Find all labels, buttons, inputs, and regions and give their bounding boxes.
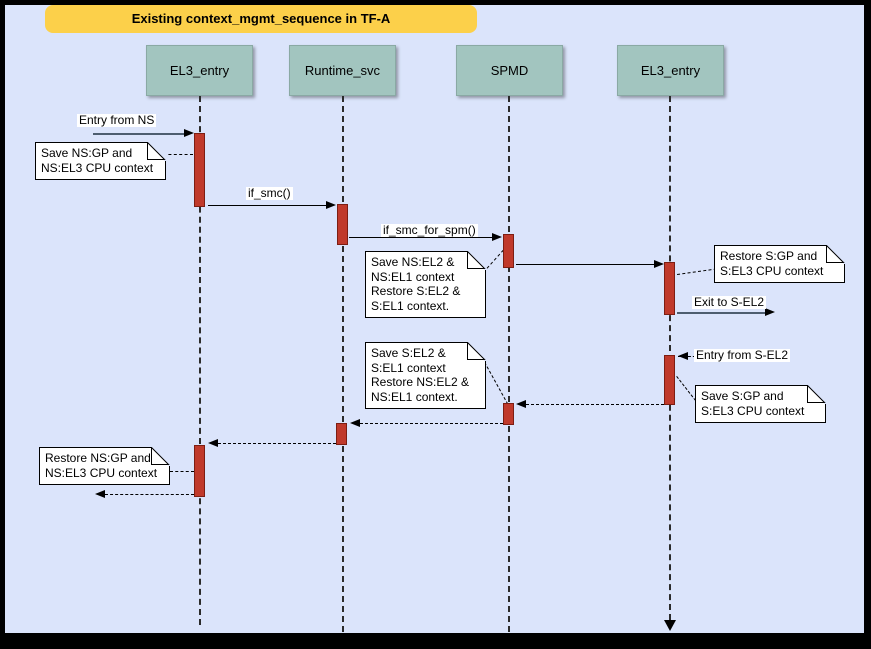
note-text: Save S:GP and S:EL3 CPU context bbox=[701, 389, 805, 418]
activation-spmd-b[interactable] bbox=[503, 403, 514, 425]
activation-runtime-svc-a[interactable] bbox=[337, 204, 348, 245]
activation-el3-entry-1-a[interactable] bbox=[194, 133, 205, 207]
actor-label: EL3_entry bbox=[169, 63, 230, 78]
message-line bbox=[349, 237, 494, 238]
message-line bbox=[93, 133, 184, 135]
diagram-title[interactable]: Existing context_mgmt_sequence in TF-A bbox=[45, 5, 477, 33]
message-label: Entry from NS bbox=[77, 113, 157, 127]
arrowhead-right-icon bbox=[765, 308, 775, 316]
actor-label: EL3_entry bbox=[640, 63, 701, 78]
lifeline-runtime-svc bbox=[342, 96, 344, 632]
lifeline-spmd bbox=[508, 96, 510, 632]
message-label: Exit to S-EL2 bbox=[692, 295, 767, 309]
actor-el3-entry-1[interactable]: EL3_entry bbox=[146, 45, 253, 96]
activation-el3-entry-1-b[interactable] bbox=[194, 445, 205, 497]
arrowhead-right-icon bbox=[654, 260, 664, 268]
arrowhead-left-icon bbox=[678, 352, 688, 360]
message-line bbox=[218, 443, 336, 444]
note-save-s-el2[interactable]: Save S:EL2 & S:EL1 context Restore NS:EL… bbox=[365, 342, 486, 409]
note-fold-icon bbox=[467, 342, 486, 361]
arrowhead-left-icon bbox=[208, 439, 218, 447]
activation-el3-entry-2-b[interactable] bbox=[664, 355, 675, 405]
message-label: if_smc_for_spm() bbox=[381, 223, 478, 237]
note-text: Save S:EL2 & S:EL1 context Restore NS:EL… bbox=[371, 346, 470, 404]
arrowhead-left-icon bbox=[350, 419, 360, 427]
arrowhead-right-icon bbox=[492, 233, 502, 241]
note-save-ns-gp[interactable]: Save NS:GP and NS:EL3 CPU context bbox=[35, 142, 166, 180]
actor-label: SPMD bbox=[490, 63, 529, 78]
actor-label: Runtime_svc bbox=[304, 63, 381, 78]
activation-spmd-a[interactable] bbox=[503, 234, 514, 268]
actor-runtime-svc[interactable]: Runtime_svc bbox=[289, 45, 396, 96]
note-text: Restore S:GP and S:EL3 CPU context bbox=[720, 249, 824, 278]
note-fold-icon bbox=[467, 251, 486, 270]
canvas-background bbox=[5, 5, 864, 633]
note-fold-icon bbox=[147, 142, 166, 161]
activation-runtime-svc-b[interactable] bbox=[336, 423, 347, 445]
message-line bbox=[526, 404, 664, 405]
note-connector bbox=[163, 154, 193, 155]
note-restore-s-gp[interactable]: Restore S:GP and S:EL3 CPU context bbox=[714, 245, 845, 283]
message-label: Entry from S-EL2 bbox=[694, 348, 791, 362]
note-save-ns-el2[interactable]: Save NS:EL2 & NS:EL1 context Restore S:E… bbox=[365, 251, 486, 318]
note-save-s-gp[interactable]: Save S:GP and S:EL3 CPU context bbox=[695, 385, 826, 423]
note-restore-ns-gp[interactable]: Restore NS:GP and NS:EL3 CPU context bbox=[39, 447, 170, 485]
note-fold-icon bbox=[151, 447, 170, 466]
note-fold-icon bbox=[826, 245, 845, 264]
arrowhead-left-icon bbox=[95, 490, 105, 498]
arrowhead-right-icon bbox=[184, 129, 194, 137]
activation-el3-entry-2-a[interactable] bbox=[664, 262, 675, 315]
note-text: Save NS:GP and NS:EL3 CPU context bbox=[41, 146, 154, 175]
arrowhead-left-icon bbox=[516, 400, 526, 408]
message-label: if_smc() bbox=[246, 186, 293, 200]
note-connector bbox=[170, 471, 194, 472]
message-line bbox=[208, 205, 328, 206]
lifeline-end-arrow-icon bbox=[664, 620, 676, 631]
note-text: Restore NS:GP and NS:EL3 CPU context bbox=[45, 451, 158, 480]
message-line bbox=[105, 494, 194, 495]
lifeline-el3-entry-1 bbox=[199, 96, 201, 625]
message-line bbox=[516, 264, 655, 265]
actor-el3-entry-2[interactable]: EL3_entry bbox=[617, 45, 724, 96]
actor-spmd[interactable]: SPMD bbox=[456, 45, 563, 96]
message-line bbox=[360, 423, 503, 424]
note-text: Save NS:EL2 & NS:EL1 context Restore S:E… bbox=[371, 255, 461, 313]
message-line bbox=[677, 312, 766, 314]
arrowhead-right-icon bbox=[326, 201, 336, 209]
note-fold-icon bbox=[807, 385, 826, 404]
